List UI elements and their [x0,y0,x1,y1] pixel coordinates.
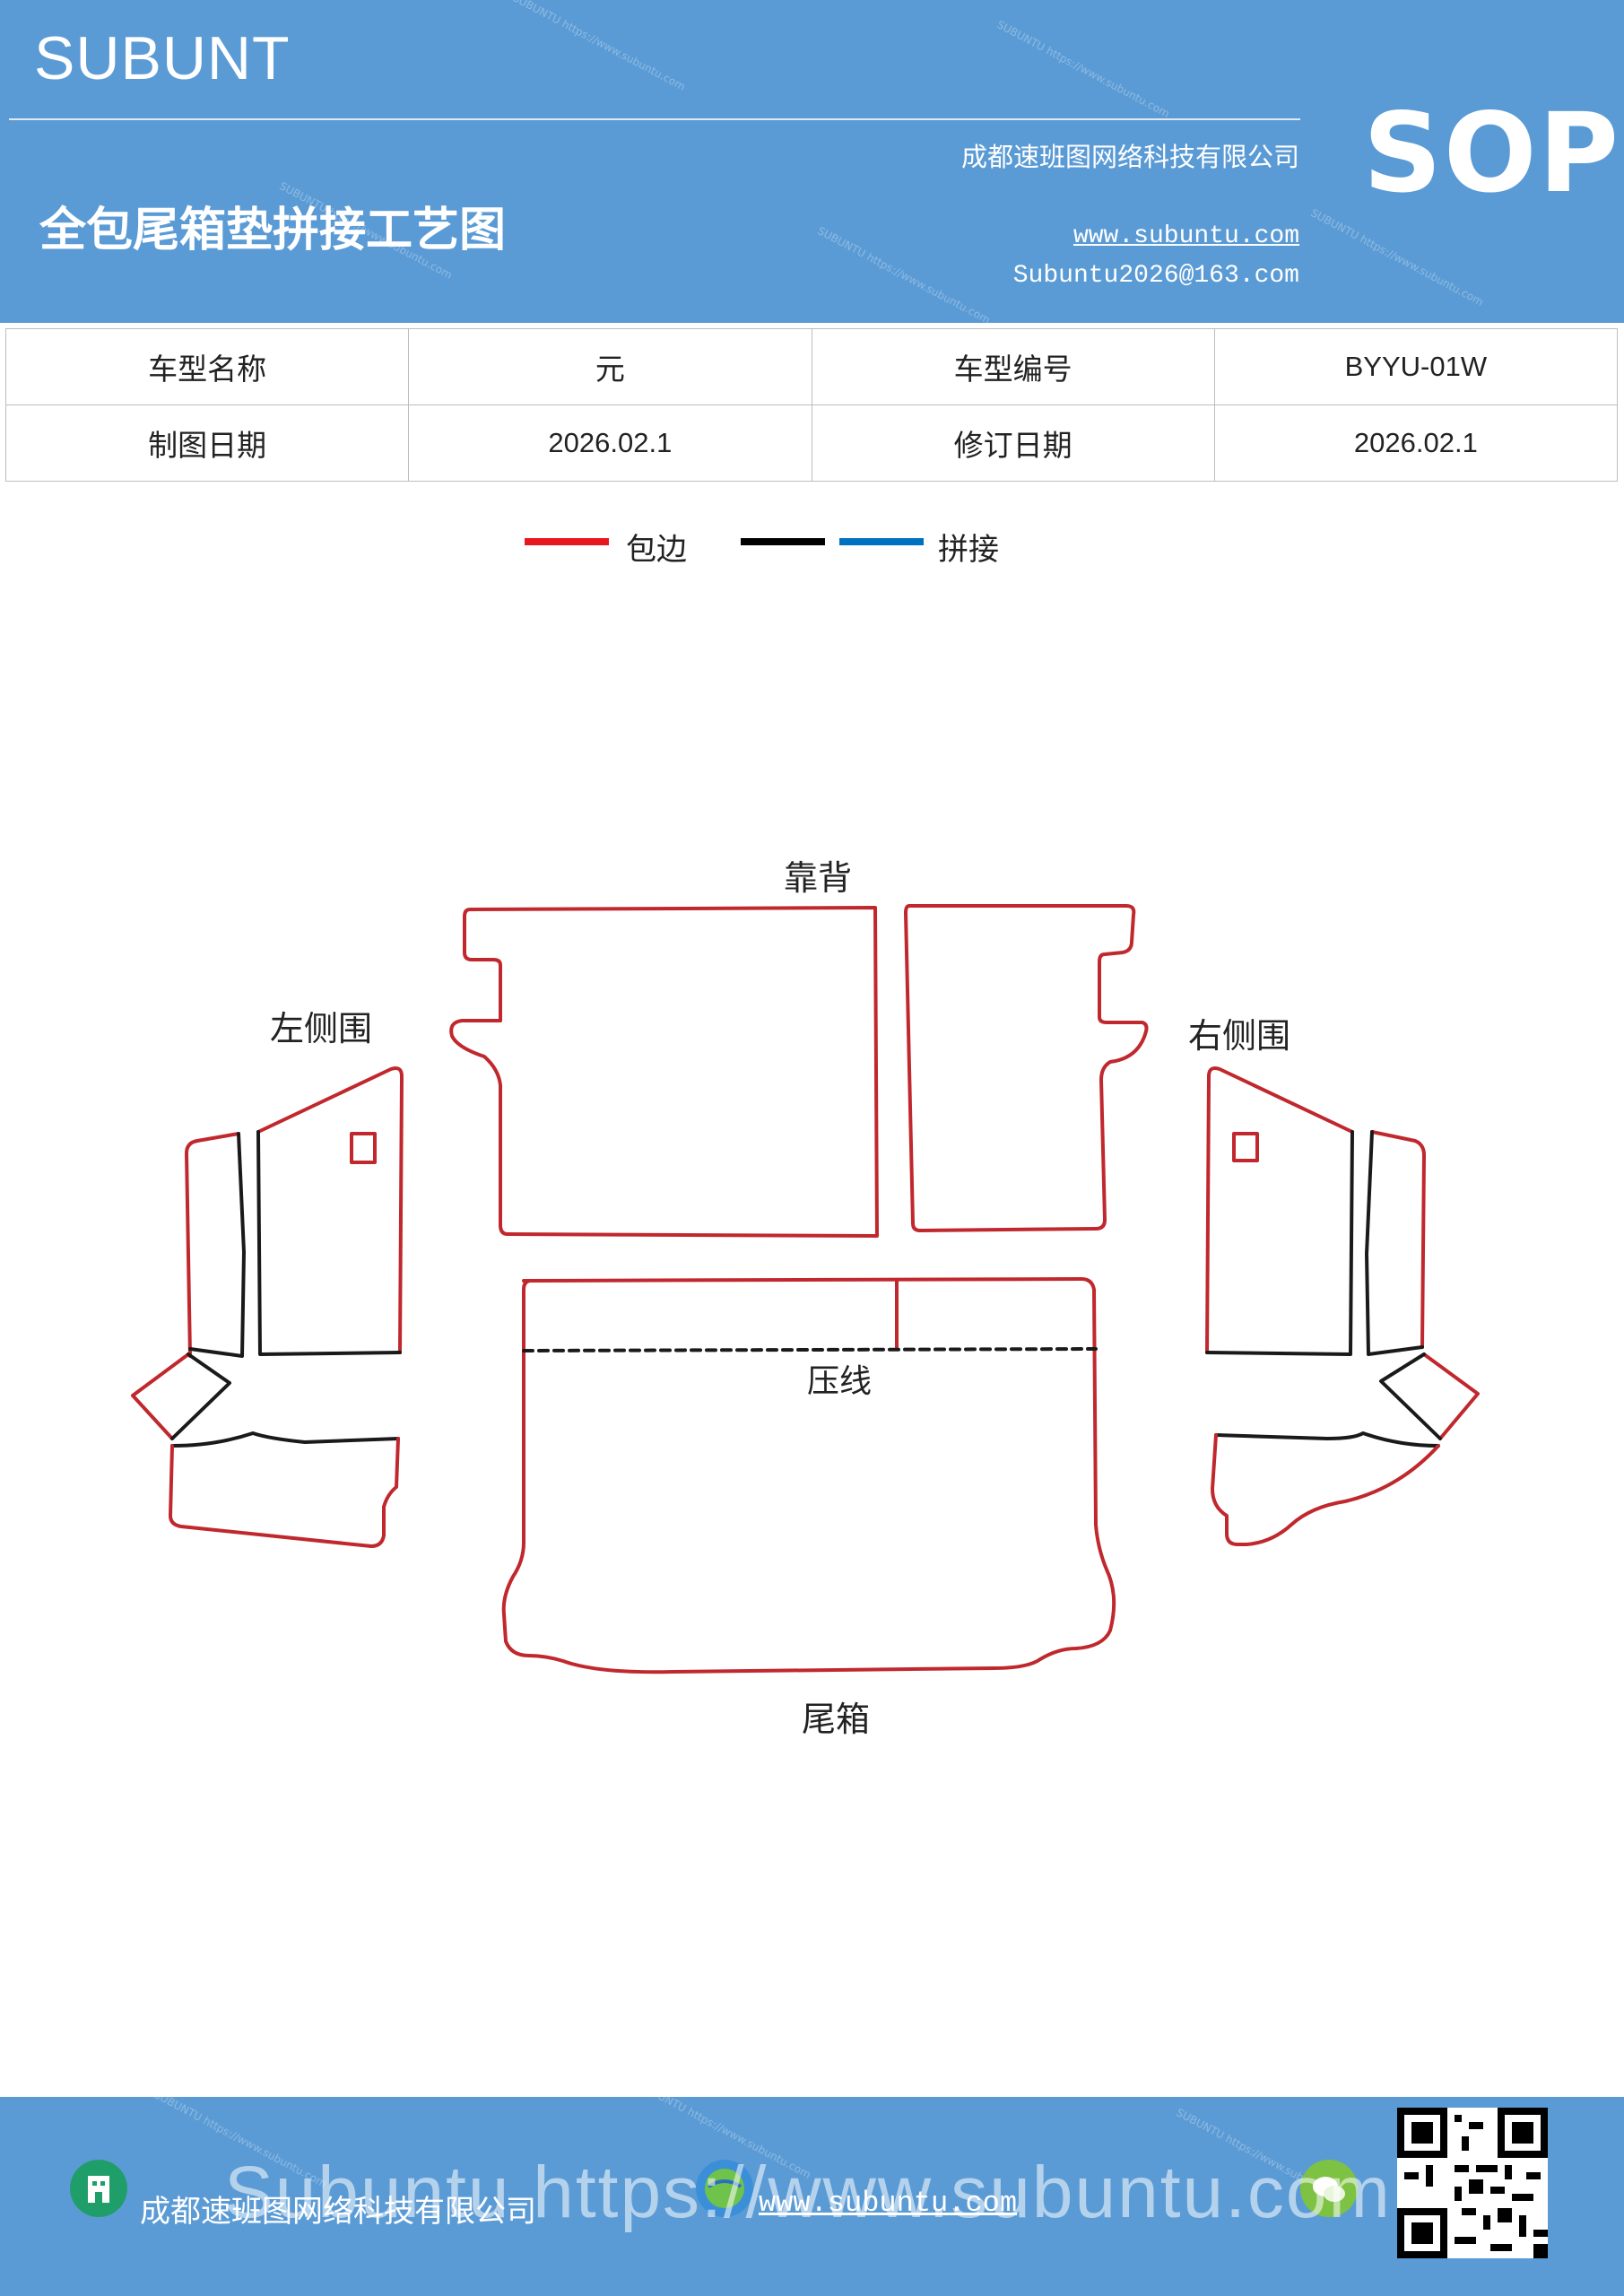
footer-website[interactable]: www.subuntu.com [759,2187,1018,2220]
trunk-floor-panel [501,1277,1116,1674]
right-side-corner-piece-edge [1422,1352,1480,1440]
backrest-right-panel [904,904,1149,1232]
wechat-icon [1300,2160,1358,2217]
header-divider [9,118,1300,120]
footer-company: 成都速班图网络科技有限公司 [140,2194,536,2230]
brand-name: SUBUNT [34,24,291,92]
vehicle-info-table: 车型名称 元 车型编号 BYYU-01W 制图日期 2026.02.1 修订日期… [4,328,1619,482]
legend: 包边 拼接 [0,525,1624,570]
left-side-corner-piece-edge [131,1352,190,1440]
footer-overlay-text: Subuntu https://www.subuntu.com [224,2152,1392,2233]
crease-line [522,1347,1098,1352]
left-side-main-panel-edge [256,1066,404,1354]
right-side-main-panel-edge [1205,1066,1354,1354]
table-row: 制图日期 2026.02.1 修订日期 2026.02.1 [4,404,1619,482]
label-crease: 压线 [807,1363,872,1400]
table-cell: 2026.02.1 [408,404,812,482]
left-side-main-panel-seam [256,1130,402,1356]
right-side-lower-panel-seam [1214,1431,1440,1448]
left-side-lower-panel-edge [169,1437,400,1548]
document-title: 全包尾箱垫拼接工艺图 [39,204,507,257]
left-side-lower-panel-seam [170,1431,400,1448]
watermark: SUBUNTU https://www.subuntu.com [510,0,688,93]
table-row: 车型名称 元 车型编号 BYYU-01W [4,328,1619,405]
footer-banner: SUBUNTU https://www.subuntu.com SUBUNTU … [0,2097,1624,2296]
right-side-panel-strip-seam [1365,1130,1424,1356]
watermark: SUBUNTU https://www.subuntu.com [994,18,1172,120]
right-side-window-cutout [1232,1132,1259,1162]
table-cell: 2026.02.1 [1213,404,1619,482]
table-cell: 车型编号 [811,328,1215,405]
sop-badge: SOP [1363,90,1620,217]
trunk-mat-diagram: 靠背 左侧围 右侧围 压线 尾箱 [131,858,1480,1739]
legend-swatch-blue [839,538,924,545]
table-cell: 元 [408,328,812,405]
header-banner: SUBUNTU https://www.subuntu.com SUBUNTU … [0,0,1624,323]
company-name: 成都速班图网络科技有限公司 [960,142,1299,172]
left-side-panel-strip-edge [185,1132,240,1358]
label-right-side: 右侧围 [1188,1016,1290,1056]
legend-label: 拼接 [938,532,999,568]
right-side-main-panel-seam [1205,1130,1354,1356]
table-cell: 车型名称 [4,328,410,405]
backrest-left-panel [449,906,879,1238]
website-link[interactable]: www.subuntu.com [1073,222,1299,250]
label-backrest: 靠背 [784,858,852,898]
watermark: SUBUNTU https://www.subuntu.com [815,224,993,323]
legend-label: 包边 [626,532,687,568]
left-side-panel-strip-seam [188,1132,246,1358]
label-trunk: 尾箱 [802,1700,870,1739]
qr-code [1397,2108,1548,2258]
right-side-corner-piece-seam [1379,1352,1442,1440]
building-icon [70,2160,127,2217]
left-side-corner-piece-seam [170,1352,231,1440]
legend-swatch-red [525,538,609,545]
legend-swatch-black [741,538,825,545]
table-cell: BYYU-01W [1213,328,1619,405]
table-cell: 制图日期 [4,404,410,482]
watermark: SUBUNTU https://www.subuntu.com [1308,206,1486,309]
label-left-side: 左侧围 [270,1009,372,1048]
table-cell: 修订日期 [811,404,1215,482]
email-address[interactable]: Subuntu2026@163.com [1012,262,1299,290]
right-side-lower-panel-edge [1211,1433,1440,1546]
left-side-window-cutout [350,1132,377,1164]
globe-icon [696,2160,753,2217]
right-side-panel-strip-edge [1370,1130,1426,1349]
